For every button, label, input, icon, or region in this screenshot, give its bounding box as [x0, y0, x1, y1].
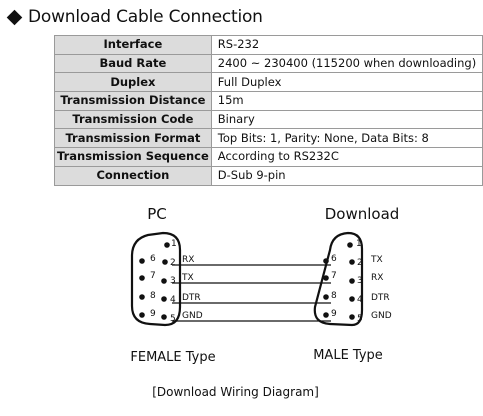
download-signal-label: TX	[370, 255, 383, 265]
spec-label: Transmission Sequence	[54, 147, 212, 167]
pc-connector-title: PC	[147, 205, 167, 223]
download-signal-label: RX	[371, 273, 383, 283]
download-pin-6	[323, 258, 329, 264]
download-pin-4	[349, 296, 355, 302]
spec-value: 15m	[210, 91, 483, 111]
download-pin-label: 6	[331, 254, 337, 264]
pc-pin-1	[164, 242, 170, 248]
pc-pin-6	[139, 258, 145, 264]
pc-pin-4	[161, 296, 167, 302]
download-type-label: MALE Type	[313, 348, 383, 363]
download-pin-label: 5	[357, 314, 363, 324]
pc-pin-label: 1	[171, 239, 177, 249]
spec-label: Connection	[54, 165, 212, 186]
spec-label: Transmission Format	[54, 128, 212, 149]
download-pin-3	[349, 278, 355, 284]
pc-pin-label: 5	[170, 314, 176, 324]
pc-pin-numbers: 1 2 3 4 5 6 7 8 9	[150, 239, 177, 324]
download-pin-label: 2	[357, 258, 363, 268]
pc-type-label: FEMALE Type	[130, 350, 215, 365]
download-pin-9	[323, 312, 329, 318]
diagram-caption: [Download Wiring Diagram]	[152, 385, 319, 399]
pc-pin-9	[139, 312, 145, 318]
download-pin-label: 1	[356, 239, 362, 249]
section-title: Download Cable Connection	[28, 7, 263, 27]
download-pin-5	[349, 314, 355, 320]
spec-value: RS-232	[210, 35, 483, 55]
download-connector-title: Download	[325, 205, 400, 223]
pc-pin-label: 7	[150, 271, 156, 281]
pc-pin-7	[139, 275, 145, 281]
pc-pin-3	[161, 278, 167, 284]
download-pin-numbers: 1 2 3 4 5 6 7 8 9	[331, 239, 363, 324]
download-pin-label: 7	[331, 271, 337, 281]
download-pin-1	[347, 242, 353, 248]
spec-value: 2400 ~ 230400 (115200 when downloading)	[210, 53, 483, 74]
section-header: Download Cable Connection	[6, 5, 263, 29]
spec-label: Transmission Code	[54, 109, 212, 130]
spec-value: D-Sub 9-pin	[210, 165, 483, 186]
spec-value: Binary	[210, 109, 483, 130]
pc-pin-label: 8	[150, 291, 156, 301]
download-signal-label: DTR	[371, 293, 390, 303]
spec-label: Interface	[54, 35, 212, 55]
pc-signal-label: TX	[181, 273, 194, 283]
pc-connector-shell	[130, 231, 182, 327]
spec-label: Duplex	[54, 72, 212, 93]
diamond-bullet-icon	[6, 9, 23, 25]
pc-signal-label: RX	[182, 255, 194, 265]
pc-pin-label: 3	[170, 276, 176, 286]
wiring-diagram: PC Download 1 2 3 4 5 6 7 8 9 RX TX DTR	[130, 205, 400, 365]
pc-pin-label: 2	[170, 258, 176, 268]
download-pin-label: 9	[331, 309, 337, 319]
download-pin-label: 8	[331, 291, 337, 301]
wire-group	[172, 264, 331, 322]
pc-signal-labels: RX TX DTR GND	[181, 255, 203, 321]
pc-pin-5	[161, 314, 167, 320]
pc-signal-label: DTR	[182, 293, 201, 303]
spec-value: Full Duplex	[210, 72, 483, 93]
download-pin-label: 4	[357, 295, 363, 305]
download-pins	[323, 242, 355, 320]
pc-pin-2	[162, 259, 168, 265]
spec-value: Top Bits: 1, Parity: None, Data Bits: 8	[210, 128, 483, 149]
download-pin-2	[349, 259, 355, 265]
spec-value: According to RS232C	[210, 147, 483, 167]
download-pin-8	[323, 294, 329, 300]
pc-pins	[139, 242, 170, 320]
download-signal-label: GND	[371, 311, 392, 321]
download-signal-labels: TX RX DTR GND	[370, 255, 392, 321]
pc-pin-8	[139, 294, 145, 300]
pc-pin-label: 4	[170, 295, 176, 305]
download-pin-label: 3	[357, 276, 363, 286]
download-connector-shell	[313, 231, 364, 327]
spec-label: Transmission Distance	[54, 91, 212, 111]
spec-label: Baud Rate	[54, 53, 212, 74]
download-pin-7	[323, 275, 329, 281]
pc-pin-label: 6	[150, 254, 156, 264]
pc-signal-label: GND	[182, 311, 203, 321]
pc-pin-label: 9	[150, 309, 156, 319]
